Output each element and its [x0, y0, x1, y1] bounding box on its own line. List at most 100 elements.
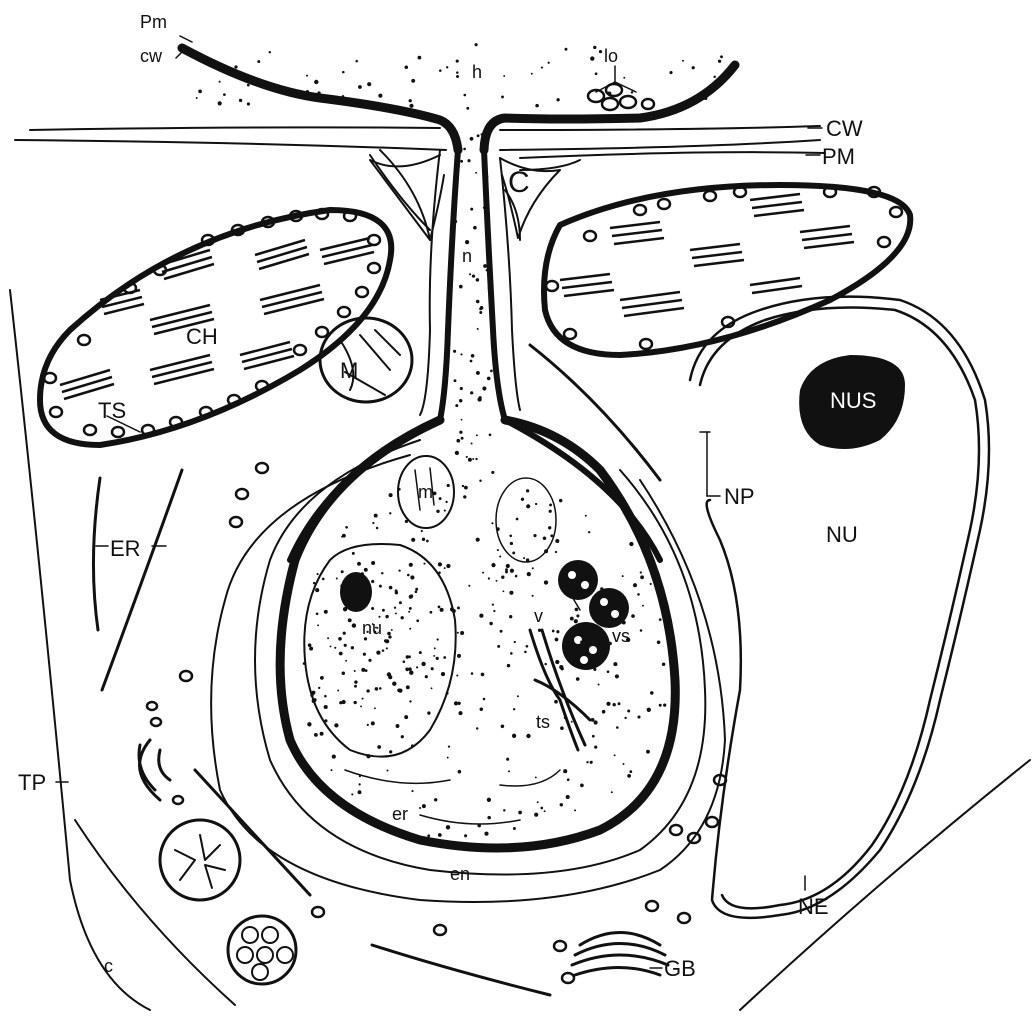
stipple-dot [360, 584, 364, 588]
stipple-dot [614, 754, 616, 756]
stipple-dot [599, 50, 602, 53]
stipple-dot [415, 590, 418, 593]
stipple-dot [463, 495, 466, 498]
label-nu: nu [362, 618, 382, 638]
stipple-dot [409, 104, 413, 108]
stipple-dot [334, 647, 336, 649]
stipple-dot [354, 685, 357, 688]
stipple-dot [483, 206, 486, 209]
stipple-dot [378, 94, 382, 98]
stipple-dot [510, 542, 513, 545]
stipple-dot [506, 564, 510, 568]
stipple-dot [477, 824, 481, 828]
label-nuclear-pore: NP [724, 484, 755, 509]
stipple-dot [499, 555, 501, 557]
stipple-dot [371, 561, 375, 565]
stipple-dot [657, 641, 661, 645]
stipple-dot [470, 208, 473, 211]
label-cw: CW [826, 116, 863, 141]
stipple-dot [409, 700, 411, 702]
stipple-dot [331, 769, 333, 771]
stipple-dot [475, 43, 478, 46]
stipple-dot [575, 608, 579, 612]
stipple-dot [502, 590, 504, 592]
stipple-dot [389, 493, 393, 497]
stipple-dot [322, 578, 325, 581]
stipple-dot [352, 552, 355, 555]
stipple-dot [509, 535, 512, 538]
stipple-dot [629, 542, 633, 546]
stipple-dot [487, 377, 491, 381]
stipple-dot [512, 551, 515, 554]
stipple-dot [521, 498, 524, 501]
host-er [93, 345, 660, 995]
stipple-dot [247, 102, 250, 105]
stipple-dot [309, 647, 313, 651]
stipple-dot [574, 619, 578, 623]
stipple-dot [419, 807, 421, 809]
stipple-dot [484, 832, 488, 836]
stipple-dot [548, 62, 550, 64]
stipple-dot [640, 629, 643, 632]
stipple-dot [398, 569, 400, 571]
stipple-dot [391, 629, 393, 631]
stipple-dot [406, 668, 409, 671]
stipple-dot [431, 687, 433, 689]
stipple-dot [453, 350, 456, 353]
stipple-dot [434, 798, 437, 801]
stipple-dot [422, 804, 426, 808]
stipple-dot [544, 810, 546, 812]
stipple-dot [341, 700, 345, 704]
stipple-dot [510, 652, 513, 655]
stipple-dot [471, 443, 473, 445]
stipple-dot [371, 580, 374, 583]
stipple-dot [473, 226, 477, 230]
stipple-dot [646, 750, 650, 754]
stipple-dot [446, 825, 450, 829]
stipple-dot [637, 715, 640, 718]
stipple-dot [374, 707, 376, 709]
stipple-dot [556, 98, 559, 101]
stipple-dot [342, 95, 344, 97]
label-vs: vs [612, 626, 630, 646]
stipple-dot [458, 770, 462, 774]
label-v: v [534, 606, 543, 626]
stipple-dot [399, 601, 402, 604]
stipple-dot [324, 695, 327, 698]
stipple-dot [713, 76, 715, 78]
stipple-dot [532, 567, 534, 569]
stipple-dot [541, 67, 543, 69]
stipple-dot [441, 672, 445, 676]
stipple-dot [354, 680, 357, 683]
stipple-dot [444, 567, 446, 569]
stipple-dot [415, 588, 418, 591]
stipple-dot [363, 653, 366, 656]
stipple-dot [533, 534, 536, 537]
label-collar: C [508, 166, 530, 199]
stipple-dot [389, 586, 393, 590]
stipple-dot [607, 92, 611, 96]
stipple-dot [609, 590, 612, 593]
stipple-dot [362, 698, 364, 700]
stipple-dot [367, 724, 369, 726]
stipple-dot [409, 628, 411, 630]
stipple-dot [526, 504, 530, 508]
stipple-dot [476, 538, 480, 542]
label-en: en [450, 864, 470, 884]
stipple-dot [590, 761, 593, 764]
stipple-dot [571, 721, 573, 723]
stipple-dot [592, 735, 595, 738]
stipple-dot [555, 660, 559, 664]
stipple-dot [408, 655, 411, 658]
stipple-dot [408, 667, 412, 671]
stipple-dot [503, 809, 505, 811]
stipple-dot [470, 391, 473, 394]
stipple-dot [434, 647, 436, 649]
stipple-dot [382, 649, 385, 652]
stipple-dot [457, 439, 459, 441]
stipple-dot [377, 745, 381, 749]
stipple-dot [482, 386, 486, 390]
stipple-dot [563, 769, 567, 773]
stipple-dot [357, 562, 361, 566]
stipple-dot [586, 761, 588, 763]
